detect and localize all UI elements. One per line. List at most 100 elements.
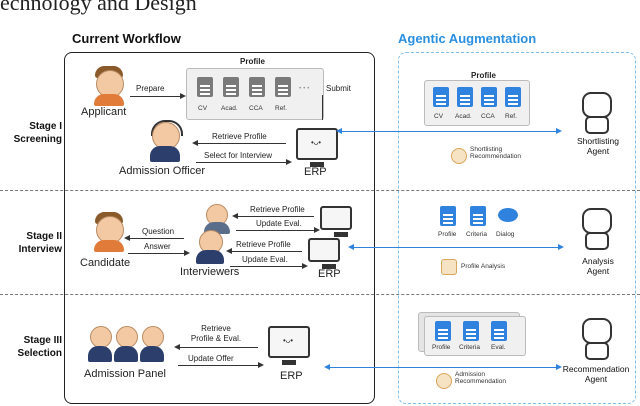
criteria-doc-label: Criteria	[466, 231, 487, 238]
retrieve-line1: Retrieve	[201, 324, 231, 333]
current-workflow-title: Current Workflow	[72, 31, 181, 46]
admission-recommendation-label: Admission Recommendation	[455, 371, 506, 385]
profile-documents-box: CV Acad. CCA Ref. • • •	[186, 68, 324, 120]
submit-arrow-segment	[322, 95, 324, 120]
analysis-agent-label: Analysis Agent	[566, 256, 630, 276]
retrieve-profile-label: Retrieve Profile	[212, 132, 267, 141]
shortlisting-rec-line1: Shortlisting	[470, 146, 503, 153]
agent-acad-doc-label: Acad.	[455, 113, 472, 120]
question-arrowhead	[124, 235, 130, 241]
profile-doc-label: Profile	[438, 231, 457, 238]
retrieve-profile-a-label: Retrieve Profile	[250, 205, 305, 214]
shortlisting-agent-line1: Shortlisting	[576, 136, 620, 146]
shortlisting-recommendation-label: Shortlisting Recommendation	[470, 146, 521, 160]
update-eval-a-arrowhead	[314, 227, 320, 233]
select-for-interview-label: Select for Interview	[204, 151, 273, 160]
submit-label: Submit	[326, 84, 351, 93]
analysis-agent-arrowhead-right	[558, 244, 564, 250]
recommendation-agent-arrowhead-left	[324, 364, 330, 370]
stage-2-line2: Interview	[18, 244, 62, 255]
analysis-agent-line1: Analysis	[582, 256, 614, 266]
cv-doc-icon	[197, 77, 213, 97]
current-workflow-panel	[64, 52, 375, 404]
update-eval-b-label: Update Eval.	[242, 255, 288, 264]
stage-1-line2: Screening	[13, 134, 62, 145]
interviewers-label: Interviewers	[180, 266, 240, 278]
agent-acad-doc-icon	[457, 87, 473, 107]
candidate-avatar-icon	[94, 212, 124, 252]
stage-3-label: Stage III Selection	[2, 334, 62, 360]
stage-3-line2: Selection	[17, 348, 62, 359]
analysis-agent-line2: Agent	[586, 266, 610, 276]
retrieve-profile-a-arrowhead	[232, 213, 238, 219]
agent-ref-doc-label: Ref.	[505, 113, 517, 120]
retrieve-profile-eval-label: Retrieve Profile & Eval.	[182, 324, 250, 344]
applicant-avatar-icon	[92, 66, 126, 106]
recommendation-agent-label: Recommendation Agent	[552, 364, 640, 384]
recommendation-agent-arrowhead-right	[556, 364, 562, 370]
retrieve-profile-b-label: Retrieve Profile	[236, 240, 291, 249]
agent-cv-doc-label: CV	[434, 113, 444, 120]
stage-separator-2	[0, 294, 640, 295]
admission-rec-line2: Recommendation	[455, 378, 506, 385]
sel-profile-doc-label: Profile	[432, 344, 451, 351]
more-docs-ellipsis: • • •	[299, 85, 310, 92]
shortlisting-agent-line2: Agent	[586, 146, 610, 156]
agent-profile-title: Profile	[471, 71, 496, 80]
select-for-interview-arrowhead	[286, 159, 292, 165]
admission-rec-line1: Admission	[455, 371, 485, 378]
retrieve-profile-arrow	[196, 143, 286, 144]
dialog-doc-label: Dialog	[496, 231, 515, 238]
cv-doc-label: CV	[198, 105, 208, 112]
cca-doc-label: CCA	[249, 105, 263, 112]
cca-doc-icon	[249, 77, 265, 97]
applicant-label: Applicant	[81, 106, 127, 118]
shortlisting-recommendation-icon	[451, 148, 467, 164]
shortlisting-agent-label: Shortlisting Agent	[566, 136, 630, 156]
erp-monitor-icon-3: •ᴗ•	[268, 326, 310, 365]
ref-doc-icon	[275, 77, 291, 97]
interviewer-1-avatar-icon	[204, 204, 230, 234]
stage-2-label: Stage II Interview	[2, 230, 62, 256]
agent-profile-documents-box: CV Acad. CCA Ref.	[424, 80, 530, 126]
update-offer-arrowhead	[258, 362, 264, 368]
update-eval-b-arrowhead	[302, 263, 308, 269]
agent-ref-doc-icon	[505, 87, 521, 107]
shortlisting-agent-robot-icon	[580, 88, 614, 134]
admission-panel-label: Admission Panel	[84, 368, 166, 380]
agentic-augmentation-panel	[398, 52, 636, 404]
profile-title: Profile	[240, 57, 265, 66]
agent-cv-doc-icon	[433, 87, 449, 107]
question-label: Question	[142, 227, 175, 236]
update-offer-arrow	[178, 365, 258, 366]
analysis-agent-link	[352, 247, 558, 248]
candidate-label: Candidate	[80, 257, 131, 269]
screening-agent-arrowhead-left	[336, 128, 342, 134]
update-eval-a-label: Update Eval.	[256, 219, 302, 228]
retrieve-profile-eval-arrow	[178, 347, 258, 348]
prepare-arrow	[130, 96, 180, 97]
retrieve-line2: Profile & Eval.	[190, 334, 242, 343]
profile-analysis-icon	[441, 259, 457, 275]
sel-criteria-doc-icon	[463, 321, 479, 341]
erp-monitor-icon-1: •ᴗ•	[296, 128, 338, 167]
shortlisting-rec-line2: Recommendation	[470, 153, 521, 160]
acad-doc-icon	[223, 77, 239, 97]
sel-criteria-doc-label: Criteria	[459, 344, 480, 351]
admission-officer-avatar-icon	[148, 118, 183, 162]
agent-cca-doc-icon	[481, 87, 497, 107]
acad-doc-label: Acad.	[221, 105, 238, 112]
erp-label-3: ERP	[280, 370, 303, 382]
stage-3-line1: Stage III	[23, 335, 62, 346]
stage-1-label: Stage I Screening	[2, 120, 62, 146]
agent-criteria-doc-icon	[470, 206, 486, 226]
question-arrow	[128, 238, 184, 239]
answer-label: Answer	[144, 242, 171, 251]
answer-arrowhead	[184, 250, 190, 256]
analysis-agent-robot-icon	[580, 206, 614, 250]
erp-monitor-icon-2a	[320, 206, 352, 237]
agent-cca-doc-label: CCA	[481, 113, 495, 120]
sel-eval-doc-icon	[491, 321, 507, 341]
sel-eval-doc-label: Eval.	[491, 344, 506, 351]
update-eval-a-arrow	[236, 230, 314, 231]
